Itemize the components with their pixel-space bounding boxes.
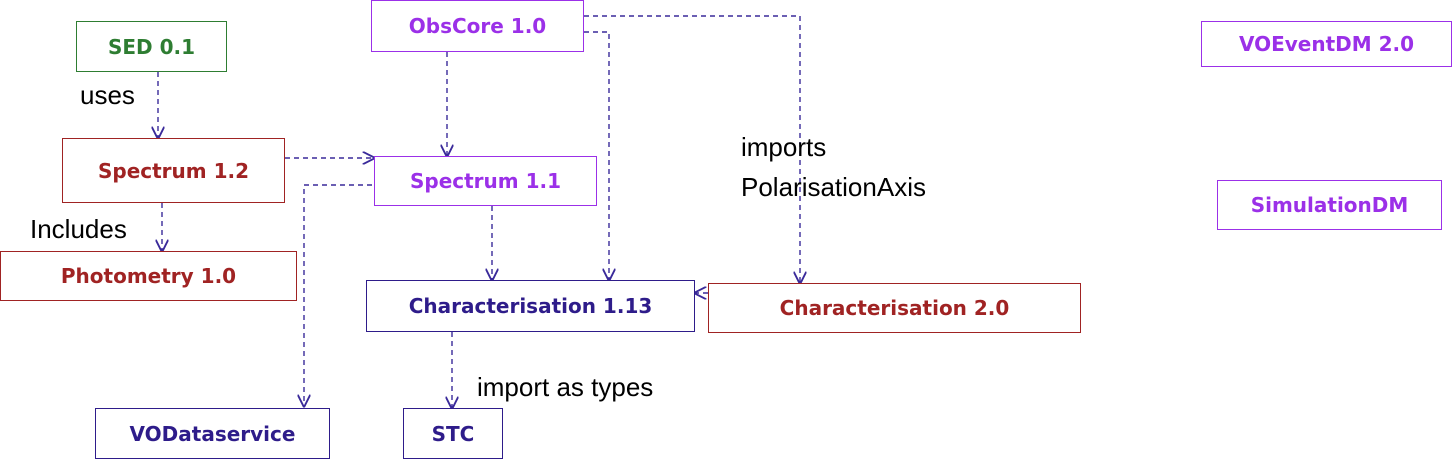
label-polarisation-axis: PolarisationAxis <box>741 172 926 202</box>
edge-obscore-char20 <box>584 15 800 283</box>
label-import-as-types: import as types <box>477 372 654 402</box>
node-voevent: VOEventDM 2.0 <box>1201 21 1452 67</box>
node-characterisation-2-0: Characterisation 2.0 <box>708 283 1081 333</box>
node-characterisation-1-13: Characterisation 1.13 <box>366 280 695 332</box>
edge-obscore-char113 <box>584 31 609 280</box>
node-stc: STC <box>403 408 503 459</box>
node-spectrum-1-2: Spectrum 1.2 <box>62 138 285 203</box>
label-uses: uses <box>80 80 135 110</box>
edge-spectrum11-vodataservice <box>304 184 372 406</box>
node-obscore: ObsCore 1.0 <box>371 0 584 52</box>
label-imports: imports <box>741 132 827 162</box>
label-includes: Includes <box>30 214 127 244</box>
node-photometry: Photometry 1.0 <box>0 251 297 301</box>
node-vodataservice: VODataservice <box>95 408 330 459</box>
node-sed: SED 0.1 <box>76 21 227 72</box>
node-simulation: SimulationDM <box>1217 180 1442 230</box>
node-spectrum-1-1: Spectrum 1.1 <box>374 156 597 206</box>
